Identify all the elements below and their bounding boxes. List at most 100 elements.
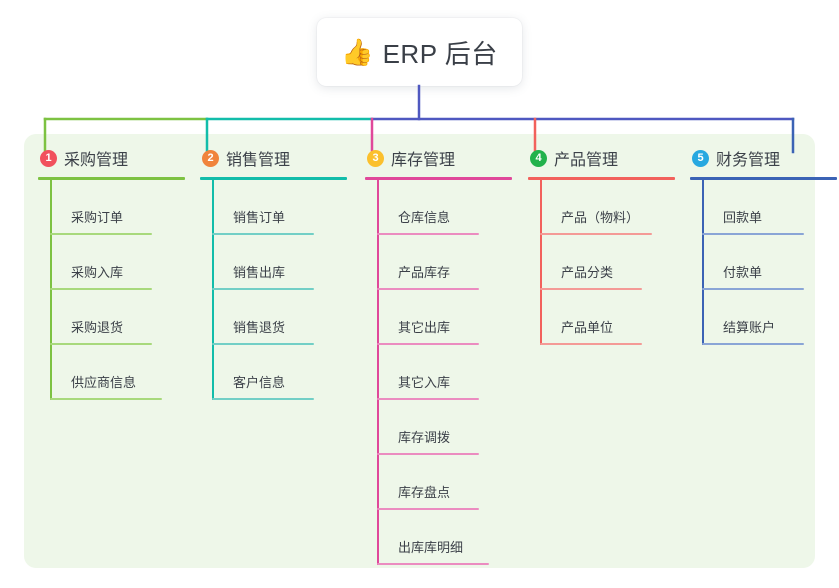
branch-badge-2: 2 — [202, 149, 219, 167]
branch-spine-5 — [702, 180, 704, 345]
branch-header-rule-1 — [38, 177, 185, 180]
leaf-item-rule — [212, 233, 314, 235]
leaf-item[interactable]: 供应商信息 — [50, 345, 198, 400]
leaf-item[interactable]: 产品（物料） — [540, 180, 688, 235]
branch-badge-1: 1 — [40, 149, 57, 167]
leaf-item-label: 仓库信息 — [398, 210, 451, 225]
thumbs-up-icon: 👍 — [341, 37, 374, 67]
branch-title-2: 销售管理 — [226, 152, 291, 169]
leaf-item-rule — [377, 343, 479, 345]
leaf-item-label: 采购退货 — [71, 320, 124, 335]
leaf-item[interactable]: 采购入库 — [50, 235, 198, 290]
leaf-item-label: 采购入库 — [71, 265, 124, 280]
branch-column-1: 1 采购管理采购订单采购入库采购退货供应商信息 — [38, 146, 198, 400]
leaf-item[interactable]: 付款单 — [702, 235, 839, 290]
branch-header-5[interactable]: 5 财务管理 — [690, 146, 839, 170]
leaf-item-label: 销售出库 — [233, 265, 286, 280]
leaf-item[interactable]: 其它入库 — [377, 345, 525, 400]
leaf-item-rule — [540, 233, 652, 235]
branch-header-2[interactable]: 2 销售管理 — [200, 146, 360, 170]
leaf-item-label: 产品（物料） — [561, 210, 640, 225]
root-title: ERP 后台 — [382, 38, 498, 69]
branch-spine-3 — [377, 180, 379, 565]
leaf-item-rule — [540, 288, 642, 290]
leaf-item[interactable]: 产品单位 — [540, 290, 688, 345]
leaf-item-label: 产品单位 — [561, 320, 614, 335]
leaf-item-rule — [377, 288, 479, 290]
leaf-item[interactable]: 库存调拨 — [377, 400, 525, 455]
leaf-item-rule — [50, 288, 152, 290]
branch-header-3[interactable]: 3 库存管理 — [365, 146, 525, 170]
branch-column-2: 2 销售管理销售订单销售出库销售退货客户信息 — [200, 146, 360, 400]
branch-spine-1 — [50, 180, 52, 400]
leaf-item[interactable]: 仓库信息 — [377, 180, 525, 235]
leaf-item[interactable]: 销售订单 — [212, 180, 360, 235]
branch-items-5: 回款单付款单结算账户 — [702, 180, 839, 345]
leaf-item[interactable]: 回款单 — [702, 180, 839, 235]
leaf-item-label: 销售退货 — [233, 320, 286, 335]
leaf-item-rule — [50, 233, 152, 235]
branches-panel — [24, 134, 815, 568]
leaf-item[interactable]: 出库库明细 — [377, 510, 525, 565]
leaf-item-label: 回款单 — [723, 210, 763, 225]
branch-header-rule-4 — [528, 177, 675, 180]
leaf-item-label: 库存调拨 — [398, 430, 451, 445]
branch-header-rule-2 — [200, 177, 347, 180]
leaf-item-label: 供应商信息 — [71, 375, 137, 390]
leaf-item[interactable]: 销售出库 — [212, 235, 360, 290]
leaf-item-rule — [377, 453, 479, 455]
leaf-item-label: 库存盘点 — [398, 485, 451, 500]
leaf-item-rule — [702, 343, 804, 345]
leaf-item-rule — [50, 398, 162, 400]
leaf-item-rule — [377, 398, 479, 400]
leaf-item[interactable]: 销售退货 — [212, 290, 360, 345]
branch-title-4: 产品管理 — [554, 152, 619, 169]
branch-spine-2 — [212, 180, 214, 400]
leaf-item-rule — [212, 288, 314, 290]
leaf-item[interactable]: 产品库存 — [377, 235, 525, 290]
branch-badge-5: 5 — [692, 149, 709, 167]
branch-items-4: 产品（物料） 产品分类产品单位 — [540, 180, 688, 345]
leaf-item-label: 其它出库 — [398, 320, 451, 335]
leaf-item[interactable]: 库存盘点 — [377, 455, 525, 510]
leaf-item-rule — [702, 233, 804, 235]
leaf-item-rule — [212, 398, 314, 400]
leaf-item-rule — [377, 563, 489, 565]
branch-header-rule-3 — [365, 177, 512, 180]
branch-column-4: 4 产品管理产品（物料） 产品分类产品单位 — [528, 146, 688, 345]
leaf-item-rule — [540, 343, 642, 345]
root-node[interactable]: 👍 ERP 后台 — [317, 18, 522, 86]
leaf-item-label: 付款单 — [723, 265, 763, 280]
leaf-item-label: 销售订单 — [233, 210, 286, 225]
branch-title-3: 库存管理 — [391, 152, 456, 169]
leaf-item-label: 产品库存 — [398, 265, 451, 280]
leaf-item[interactable]: 结算账户 — [702, 290, 839, 345]
branch-badge-4: 4 — [530, 149, 547, 167]
leaf-item-label: 产品分类 — [561, 265, 614, 280]
leaf-item[interactable]: 其它出库 — [377, 290, 525, 345]
leaf-item-rule — [702, 288, 804, 290]
leaf-item[interactable]: 采购订单 — [50, 180, 198, 235]
branch-title-1: 采购管理 — [64, 152, 129, 169]
leaf-item-rule — [50, 343, 152, 345]
branch-items-3: 仓库信息产品库存其它出库其它入库库存调拨库存盘点出库库明细 — [377, 180, 525, 565]
branch-title-5: 财务管理 — [716, 152, 781, 169]
branch-spine-4 — [540, 180, 542, 345]
leaf-item[interactable]: 采购退货 — [50, 290, 198, 345]
branch-header-rule-5 — [690, 177, 837, 180]
leaf-item-label: 出库库明细 — [398, 540, 464, 555]
branch-items-1: 采购订单采购入库采购退货供应商信息 — [50, 180, 198, 400]
leaf-item-rule — [377, 233, 479, 235]
leaf-item[interactable]: 产品分类 — [540, 235, 688, 290]
branch-header-1[interactable]: 1 采购管理 — [38, 146, 198, 170]
leaf-item-rule — [377, 508, 479, 510]
leaf-item-label: 其它入库 — [398, 375, 451, 390]
branch-badge-3: 3 — [367, 149, 384, 167]
leaf-item-rule — [212, 343, 314, 345]
leaf-item[interactable]: 客户信息 — [212, 345, 360, 400]
branch-column-3: 3 库存管理仓库信息产品库存其它出库其它入库库存调拨库存盘点出库库明细 — [365, 146, 525, 565]
leaf-item-label: 采购订单 — [71, 210, 124, 225]
branch-items-2: 销售订单销售出库销售退货客户信息 — [212, 180, 360, 400]
branch-header-4[interactable]: 4 产品管理 — [528, 146, 688, 170]
